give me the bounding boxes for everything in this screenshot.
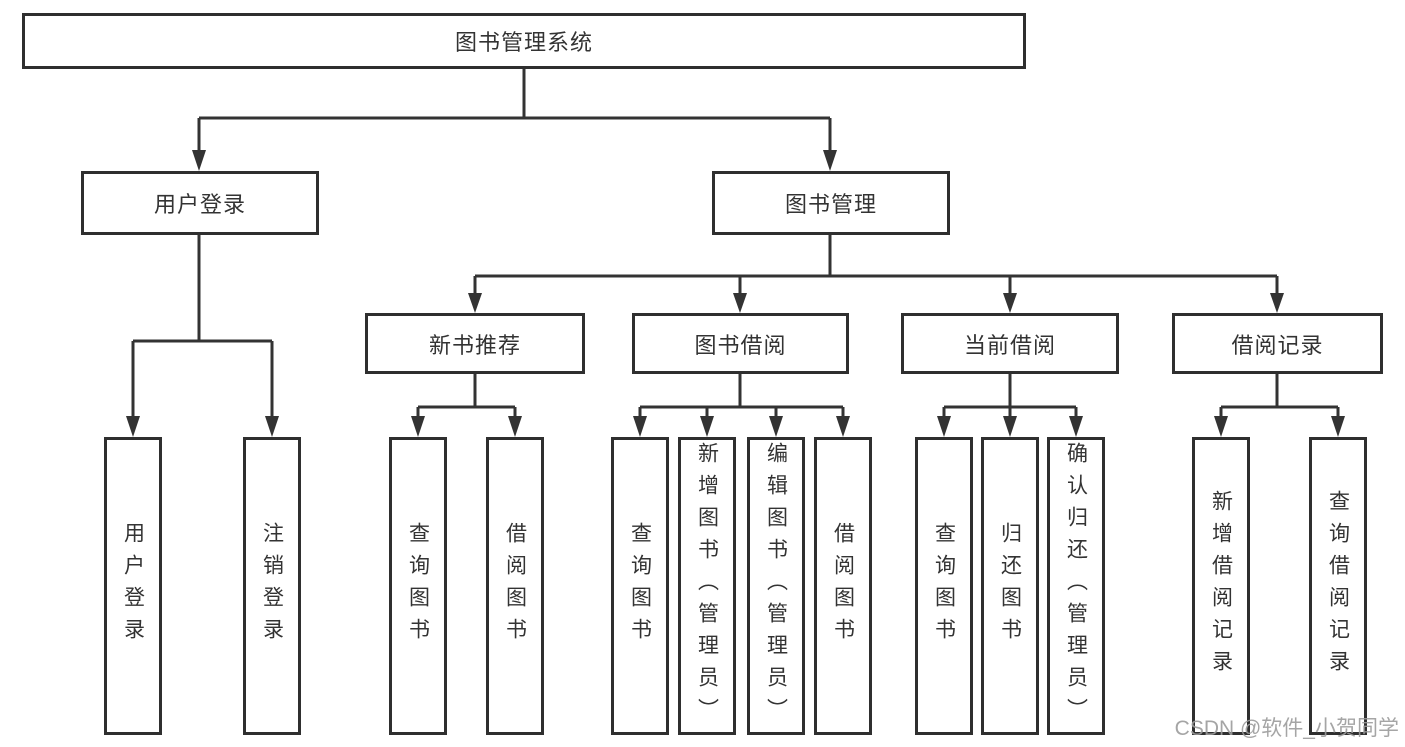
node-bb-query-books: 查询图书 — [611, 437, 669, 735]
node-label: 归还图书 — [998, 522, 1022, 650]
node-bb-borrow-books: 借阅图书 — [814, 437, 872, 735]
node-label: 图书管理系统 — [454, 30, 593, 55]
node-label: 查询借阅记录 — [1326, 490, 1350, 682]
node-cb-query-books: 查询图书 — [915, 437, 973, 735]
node-br-add-record: 新增借阅记录 — [1192, 437, 1250, 735]
node-label: 用户登录 — [121, 522, 145, 650]
node-book-management: 图书管理 — [712, 171, 950, 235]
node-rec-query-books: 查询图书 — [389, 437, 447, 735]
node-label: 新书推荐 — [428, 332, 521, 358]
node-label: 当前借阅 — [963, 332, 1056, 358]
node-label: 图书借阅 — [694, 332, 787, 358]
node-label: 注销登录 — [260, 522, 284, 650]
node-logout: 注销登录 — [243, 437, 301, 735]
node-label: 编辑图书（管理员） — [764, 442, 788, 730]
node-book-borrowing: 图书借阅 — [632, 313, 849, 374]
node-bb-edit-books-admin: 编辑图书（管理员） — [747, 437, 805, 735]
node-label: 查询图书 — [932, 522, 956, 650]
node-library-management-system: 图书管理系统 — [22, 13, 1026, 69]
node-label: 新增借阅记录 — [1209, 490, 1233, 682]
node-new-book-recommendation: 新书推荐 — [365, 313, 585, 374]
node-rec-borrow-books: 借阅图书 — [486, 437, 544, 735]
node-label: 借阅图书 — [503, 522, 527, 650]
node-borrowing-records: 借阅记录 — [1172, 313, 1383, 374]
node-bb-add-books-admin: 新增图书（管理员） — [678, 437, 736, 735]
node-cb-confirm-return-admin: 确认归还（管理员） — [1047, 437, 1105, 735]
node-br-query-record: 查询借阅记录 — [1309, 437, 1367, 735]
node-user-login-leaf: 用户登录 — [104, 437, 162, 735]
node-label: 新增图书（管理员） — [695, 442, 719, 730]
node-user-login: 用户登录 — [81, 171, 319, 235]
node-label: 借阅图书 — [831, 522, 855, 650]
node-label: 用户登录 — [153, 192, 246, 217]
node-label: 借阅记录 — [1231, 332, 1324, 358]
watermark: CSDN @软件_小贺同学 — [1174, 717, 1399, 740]
node-current-borrowing: 当前借阅 — [901, 313, 1119, 374]
node-label: 查询图书 — [628, 522, 652, 650]
node-label: 确认归还（管理员） — [1064, 442, 1088, 730]
node-label: 查询图书 — [406, 522, 430, 650]
node-label: 图书管理 — [784, 192, 877, 217]
node-cb-return-books: 归还图书 — [981, 437, 1039, 735]
